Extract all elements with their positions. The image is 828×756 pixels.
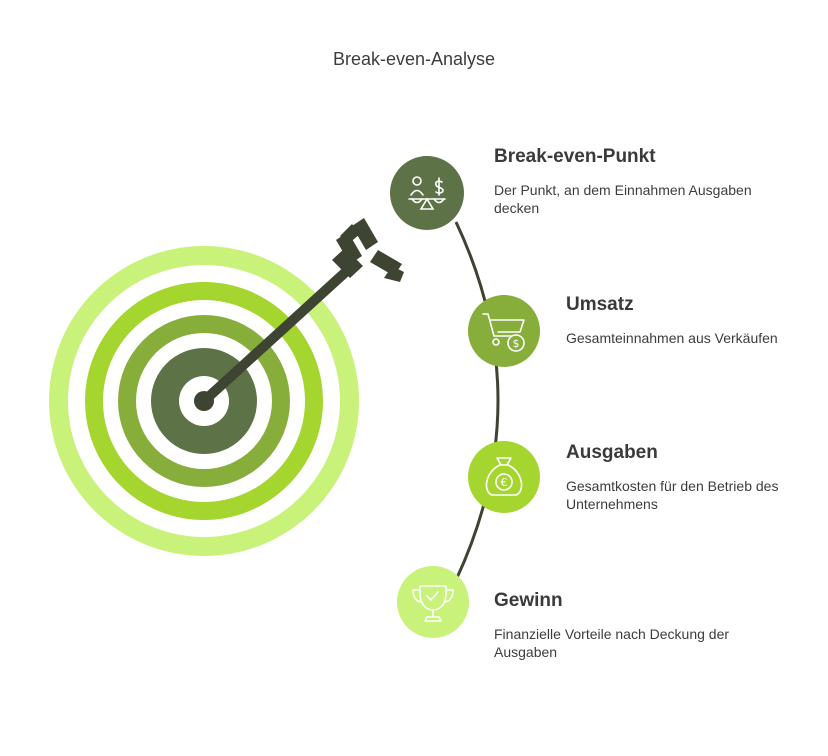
svg-text:€: € [501, 476, 508, 489]
item-break-even: Break-even-Punkt Der Punkt, an dem Einna… [494, 146, 754, 217]
item-gewinn: Gewinn Finanzielle Vorteile nach Deckung… [494, 590, 754, 661]
item-title: Umsatz [566, 294, 634, 315]
item-title: Gewinn [494, 590, 563, 611]
item-ausgaben: Ausgaben Gesamtkosten für den Betrieb de… [566, 442, 826, 513]
node-gewinn [397, 566, 469, 638]
item-title: Ausgaben [566, 442, 658, 463]
trophy-check-icon [412, 585, 454, 622]
page-title: Break-even-Analyse [332, 49, 496, 69]
arrow-icon [194, 218, 404, 411]
shopping-cart-dollar-icon: $ [482, 313, 525, 352]
item-description: Gesamteinnahmen aus Verkäufen [566, 330, 778, 346]
node-umsatz [468, 295, 540, 367]
connector-path [454, 221, 500, 581]
item-description: Finanzielle Vorteile nach Deckung der Au… [494, 626, 730, 660]
node-ausgaben [468, 441, 540, 513]
item-description: Der Punkt, an dem Einnahmen Ausgaben dec… [494, 182, 752, 216]
balance-scale-dollar-icon [408, 176, 446, 210]
item-umsatz: Umsatz Gesamteinnahmen aus Verkäufen [566, 294, 826, 347]
euro-money-bag-icon: € [485, 457, 523, 496]
item-description: Gesamtkosten für den Betrieb des Unterne… [566, 478, 779, 512]
node-break-even [390, 156, 464, 230]
svg-text:$: $ [513, 337, 520, 350]
item-title: Break-even-Punkt [494, 146, 656, 167]
